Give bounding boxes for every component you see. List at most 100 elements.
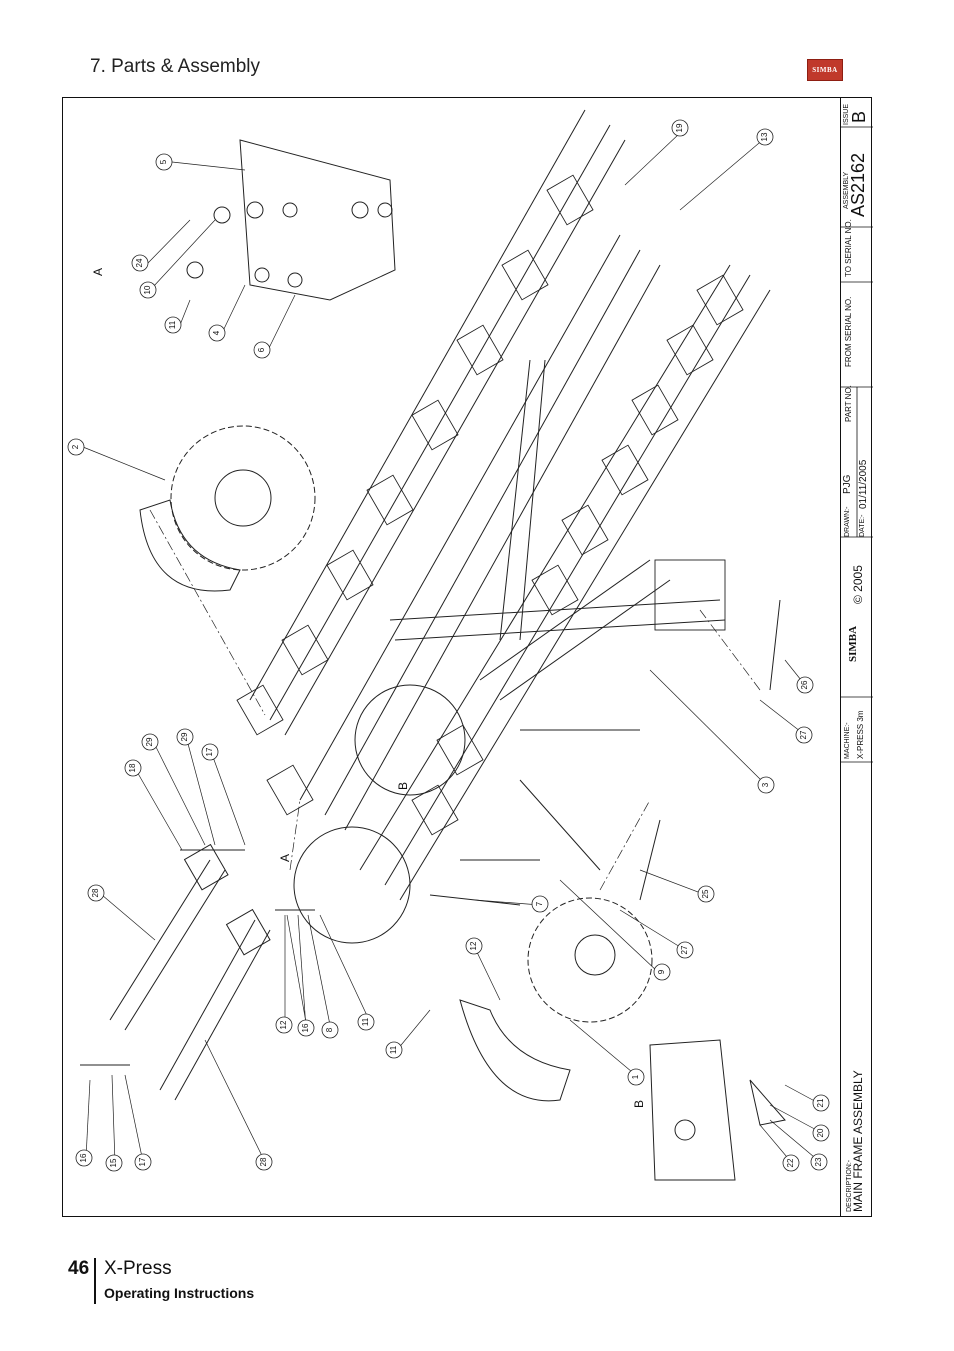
title-block: DESCRIPTION:- MAIN FRAME ASSEMBLY MACHIN… [840,97,873,1217]
callout-28-lower [255,1153,273,1171]
callout-26-label: 26 [800,680,809,689]
callout-9-label: 9 [657,969,666,974]
callout-15-label: 15 [109,1158,118,1167]
callout-24-label: 24 [135,258,144,267]
issue-value: B [849,110,869,123]
callout-21-label: 21 [816,1098,825,1107]
callout-11-low-label: 11 [389,1045,398,1054]
callout-16-left [297,1019,315,1037]
callout-2 [67,438,85,456]
detail-circle-a [293,826,411,944]
description-value: MAIN FRAME ASSEMBLY [851,1070,865,1212]
callout-5 [155,153,173,171]
detail-label-a-lower: A [278,854,292,862]
detail-circle-b [354,684,466,796]
callout-27-lower [676,941,694,959]
callout-4 [208,324,226,342]
callout-4-label: 4 [212,330,221,335]
simba-logo: SIMBA [807,59,843,81]
frame-beam-front [359,264,771,901]
to-serial-label: TO SERIAL NO. [844,219,853,277]
callout-11-low [385,1041,403,1059]
callout-11-mid [357,1013,375,1031]
callout-3-label: 3 [761,782,770,787]
construction-lines [149,509,761,891]
headstock-assembly [186,139,396,301]
callout-29-a [141,733,159,751]
drawn-value: PJG [842,474,853,494]
callout-29-b-label: 29 [180,732,189,741]
callout-11-top [164,316,182,334]
callout-13 [756,128,774,146]
footer-subtitle: Operating Instructions [104,1285,255,1301]
machine-label: MACHINE:- [844,722,851,759]
date-value: 01/11/2005 [858,459,869,509]
callout-23-label: 23 [814,1157,823,1166]
cultivator-disc-lower [459,897,653,1102]
callout-8-label: 8 [325,1027,334,1032]
section-title: 7. Parts & Assembly [90,56,261,77]
drawn-label: DRAWN:- [844,506,851,537]
callout-17-lower-label: 17 [138,1157,147,1166]
callout-25-label: 25 [701,889,710,898]
callout-1 [627,1068,645,1086]
callout-10 [139,281,157,299]
callout-1-label: 1 [631,1074,640,1079]
callout-19 [671,119,689,137]
callout-17-upper-label: 17 [205,747,214,756]
callout-24 [131,254,149,272]
drawing-frame [62,97,872,1217]
callout-19-label: 19 [675,123,684,132]
callout-27-upper [795,726,813,744]
callout-18-upper [124,759,142,777]
tine-detail-b [649,1039,786,1181]
callout-13-label: 13 [760,132,769,141]
callout-15 [105,1154,123,1172]
callout-5-label: 5 [159,159,168,164]
frame-beam-mid [299,234,661,831]
callout-6-label: 6 [257,347,266,352]
callout-16-left-label: 16 [301,1023,310,1032]
callout-18-upper-label: 18 [128,763,137,772]
assembly-number: AS2162 [848,152,868,217]
callout-11-mid-label: 11 [361,1017,370,1026]
date-label: DATE:- [859,514,866,537]
callout-16-lower-label: 16 [79,1153,88,1162]
detail-label-a-upper: A [91,268,105,276]
cultivator-disc-upper [139,425,316,592]
callout-22-label: 22 [786,1158,795,1167]
callout-10-label: 10 [143,285,152,294]
callout-12-left [275,1016,293,1034]
callout-20 [812,1124,830,1142]
callout-28-upper [87,884,105,902]
simba-logo-block: SIMBA [847,625,859,662]
callout-29-b [176,728,194,746]
callout-2-label: 2 [71,444,80,449]
detail-label-b-middle: B [396,782,410,790]
frame-drawbar [389,359,726,871]
detail-label-b-lower: B [632,1100,646,1108]
side-arm-upper [109,843,229,1031]
footer-title: X-Press [104,1258,172,1279]
callout-16-lower [75,1149,93,1167]
callout-9 [653,963,671,981]
page-number: 46 [68,1258,90,1279]
callout-6 [253,341,271,359]
from-serial-label: FROM SERIAL NO. [844,296,853,367]
mounting-brackets [236,174,744,836]
exploded-view-drawing: 5 24 10 11 4 6 2 19 13 18 29 29 17 28 12… [67,109,830,1181]
callout-23 [810,1153,828,1171]
callout-12-left-label: 12 [279,1020,288,1029]
callout-26 [796,676,814,694]
part-no-label: PART NO. [844,385,853,422]
callout-17-upper [201,743,219,761]
copyright: © 2005 [851,565,865,604]
callout-7 [531,895,549,913]
callout-21 [812,1094,830,1112]
callout-7-label: 7 [535,901,544,906]
machine-value: X-PRESS 3m [856,710,865,759]
callout-20-label: 20 [816,1128,825,1137]
callout-3 [757,776,775,794]
side-arm-lower [159,908,271,1101]
callout-11-top-label: 11 [168,320,177,329]
